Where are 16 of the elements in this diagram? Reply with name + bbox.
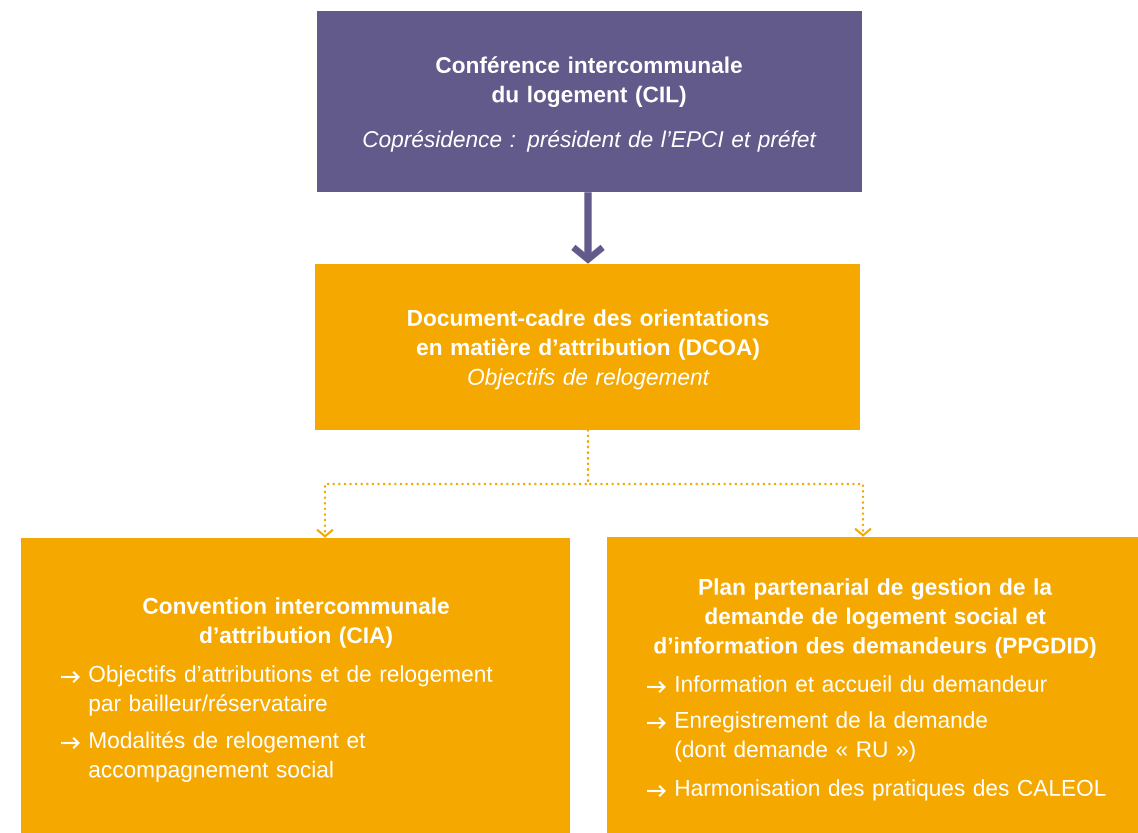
bullet-text: Enregistrement de la demande (dont demande « RU ») — [675, 711, 987, 762]
bullet-text: Modalités de relogement et accompagnement social — [89, 731, 366, 782]
process-box — [315, 264, 860, 430]
arrow — [586, 429, 872, 537]
heading-text: Plan partenarial de gestion de la demande de logement social et d’information des demandeurs (PPGDID) — [654, 578, 1096, 659]
subtitle-text: Coprésidence : président de l’EPCI et préfet — [363, 130, 817, 152]
heading-text: Document-cadre des orientations en matière d’attribution (DCOA) — [408, 309, 769, 360]
process-box — [317, 11, 862, 192]
bullet-text: Information et accueil du demandeur — [676, 675, 1047, 692]
bullet-text: Objectifs d’attributions et de relogement par bailleur/réservataire — [89, 665, 493, 716]
bullet-text: Harmonisation des pratiques des CALEOL — [676, 779, 1106, 801]
heading-text: Conférence intercommunale du logement (CIL) — [436, 56, 742, 108]
process-box — [607, 537, 1138, 833]
heading-text: Convention intercommunale d’attribution (CIA) — [143, 597, 449, 648]
process-box — [21, 538, 570, 833]
subtitle-text: Objectifs de relogement — [468, 368, 710, 390]
